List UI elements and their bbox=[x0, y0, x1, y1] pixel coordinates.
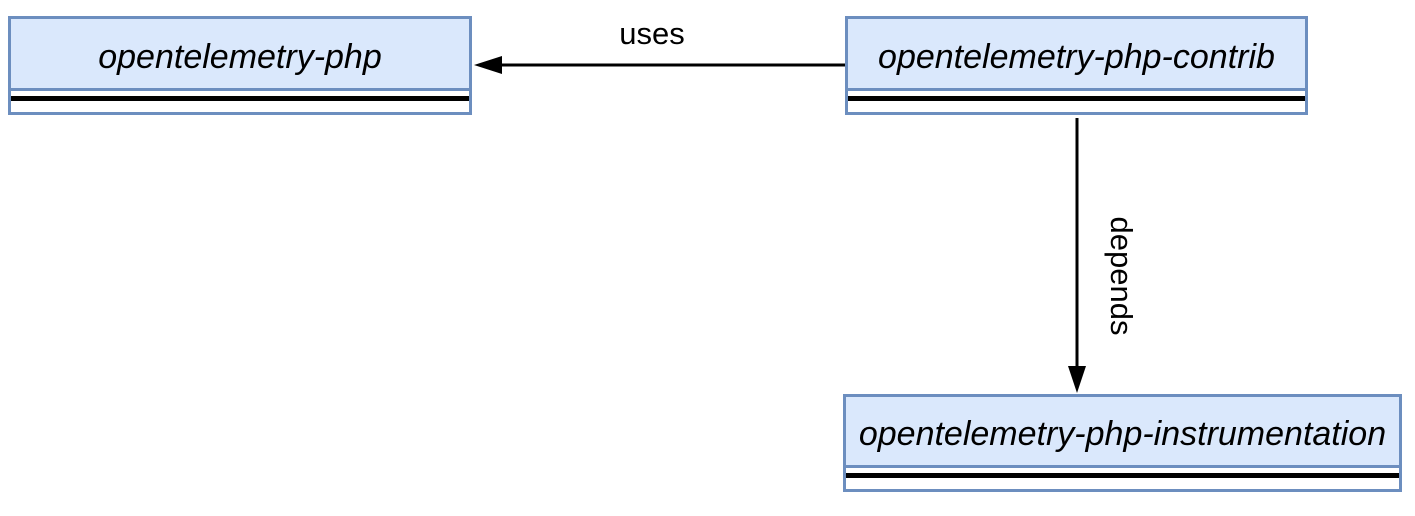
package-node-opentelemetry-php[interactable]: opentelemetry-php bbox=[8, 16, 472, 115]
package-divider bbox=[848, 96, 1305, 101]
package-body bbox=[11, 91, 469, 109]
package-title-label: opentelemetry-php bbox=[98, 37, 382, 76]
depends-arrowhead-icon bbox=[1068, 366, 1086, 393]
package-node-opentelemetry-php-instrumentation[interactable]: opentelemetry-php-instrumentation bbox=[843, 394, 1402, 492]
package-node-opentelemetry-php-contrib[interactable]: opentelemetry-php-contrib bbox=[845, 16, 1308, 115]
package-title-label: opentelemetry-php-contrib bbox=[878, 37, 1275, 76]
package-divider bbox=[846, 473, 1399, 478]
package-title: opentelemetry-php bbox=[11, 19, 469, 91]
uses-edge-label: uses bbox=[619, 16, 685, 51]
uses-arrowhead-icon bbox=[474, 56, 502, 74]
package-body bbox=[848, 91, 1305, 109]
package-title-label: opentelemetry-php-instrumentation bbox=[858, 415, 1387, 453]
package-title: opentelemetry-php-instrumentation bbox=[846, 397, 1399, 468]
package-title: opentelemetry-php-contrib bbox=[848, 19, 1305, 91]
package-divider bbox=[11, 96, 469, 101]
depends-edge-label: depends bbox=[1104, 216, 1139, 336]
package-body bbox=[846, 468, 1399, 486]
